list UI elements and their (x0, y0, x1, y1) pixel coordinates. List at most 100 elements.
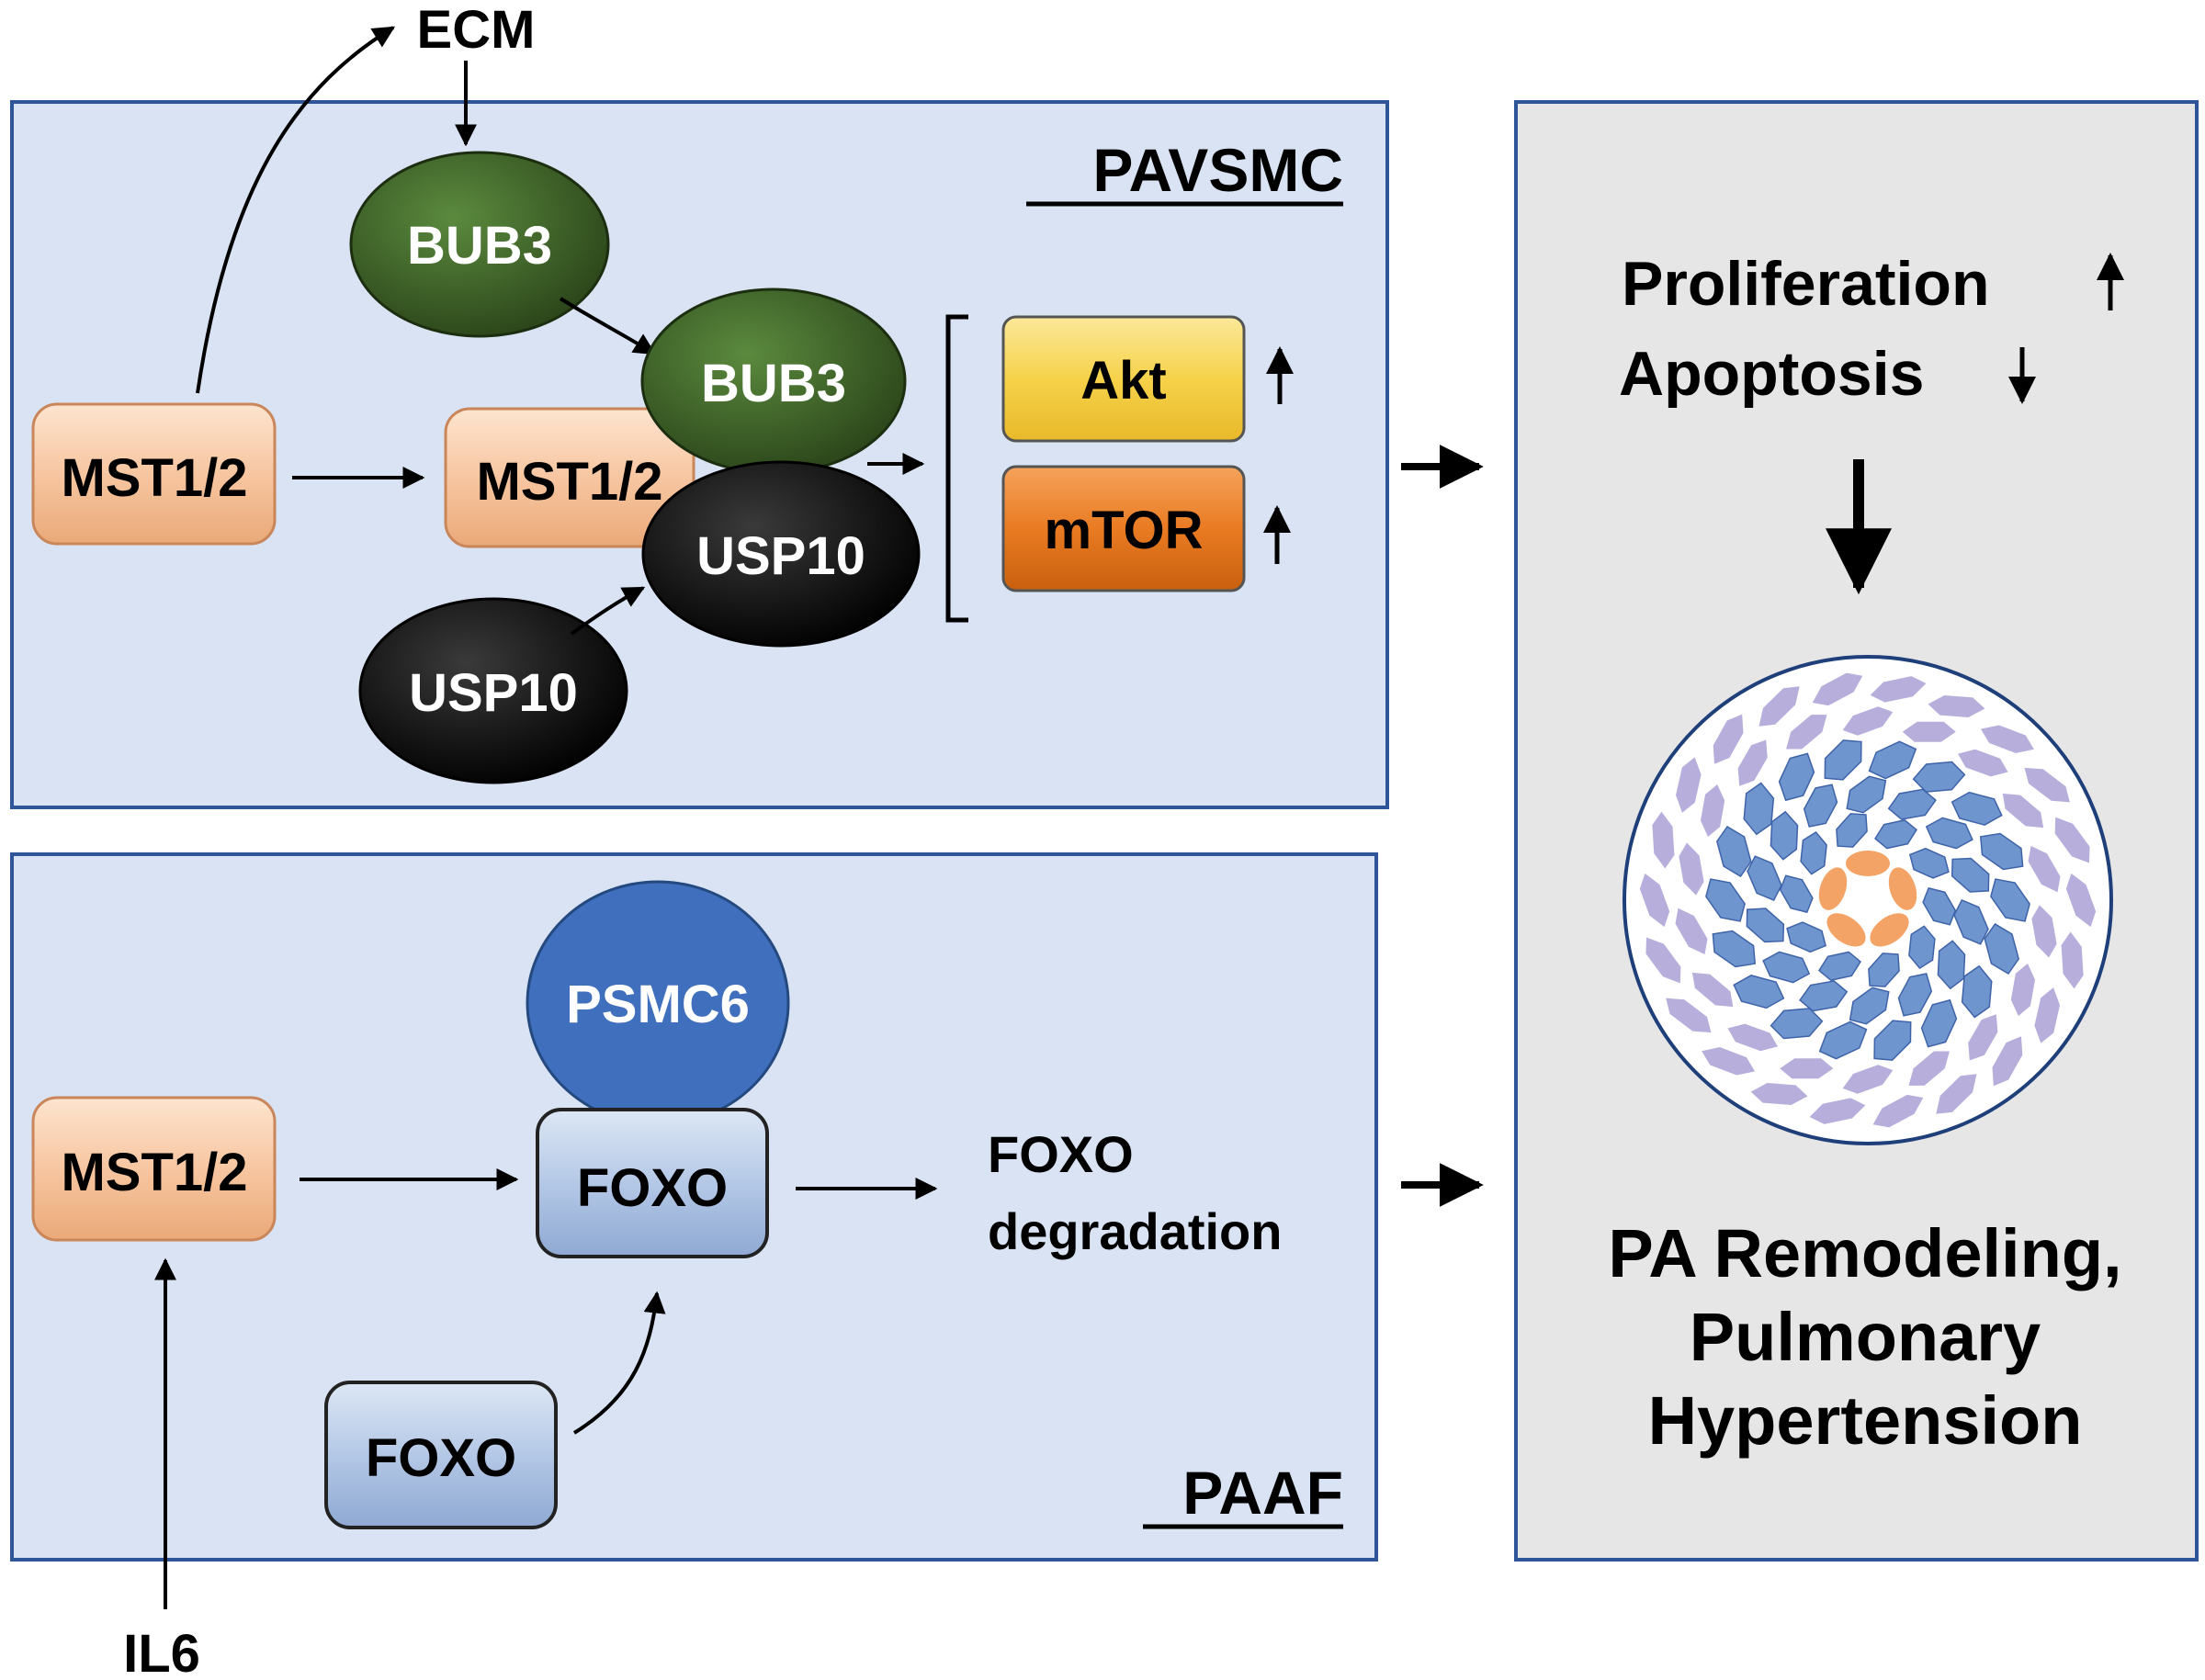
proliferation-label: Proliferation (1622, 249, 1990, 319)
smooth-muscle-cell (1712, 930, 1757, 968)
mtor-node: mTOR (1001, 465, 1246, 592)
smooth-muscle-cell (1746, 908, 1785, 943)
smooth-muscle-cell (1762, 951, 1811, 984)
adventitia-cell (1902, 721, 1956, 742)
adventitia-cell (1713, 714, 1744, 764)
endothelial-cell (1888, 867, 1917, 910)
svg-text:Akt: Akt (1080, 351, 1166, 411)
smooth-muscle-cell (1951, 791, 2003, 826)
mst-node-a: MST1/2 (31, 402, 277, 546)
adventitia-cell (1758, 686, 1800, 727)
adventitia-cell (1666, 998, 1712, 1033)
foxo-degradation-line2: degradation (988, 1202, 1282, 1260)
smooth-muscle-cell (1873, 1020, 1912, 1061)
mst-to-ecm-arrow (196, 26, 396, 394)
smooth-muscle-cell (1716, 825, 1752, 878)
smooth-muscle-cell (1984, 922, 2019, 975)
adventitia-cell (1737, 739, 1768, 786)
adventitia-cell (1691, 972, 1734, 1008)
smooth-muscle-cell (1908, 847, 1950, 879)
adventitia-cell (1908, 1051, 1950, 1086)
adventitia-cell (1780, 1058, 1834, 1079)
svg-text:MST1/2: MST1/2 (61, 448, 247, 508)
smooth-muscle-cell (1770, 810, 1799, 861)
smooth-muscle-cell (1908, 925, 1936, 970)
adventitia-cell (1968, 1014, 1998, 1061)
usp10-binding-arrow (570, 586, 646, 636)
smooth-muscle-cell (1868, 740, 1917, 780)
svg-text:mTOR: mTOR (1045, 501, 1204, 560)
smooth-muscle-cell (1887, 788, 1937, 820)
outcome-line3: Hypertension (1648, 1382, 2083, 1459)
svg-text:USP10: USP10 (696, 526, 865, 586)
svg-text:PSMC6: PSMC6 (566, 975, 750, 1034)
paaf-title: PAAF (1182, 1459, 1343, 1527)
adventitia-cell (2031, 905, 2057, 958)
akt-node: Akt (1001, 315, 1246, 443)
bub3-binding-arrow (559, 297, 657, 355)
smooth-muscle-cell (1846, 775, 1887, 814)
smooth-muscle-cell (1874, 819, 1917, 850)
smooth-muscle-cell (1922, 886, 1957, 926)
svg-text:USP10: USP10 (409, 663, 578, 723)
bub3-bound-node: BUB3 (640, 288, 907, 475)
smooth-muscle-cell (1849, 987, 1890, 1025)
targets-bracket (945, 314, 968, 623)
smooth-muscle-cell (1824, 739, 1862, 781)
endothelial-cell (1846, 851, 1890, 876)
adventitia-cell (1842, 706, 1894, 736)
adventitia-cell (2010, 963, 2035, 1017)
smooth-muscle-cell (1733, 975, 1785, 1009)
adventitia-cell (1872, 1094, 1924, 1128)
outcome-line1: PA Remodeling, (1608, 1215, 2121, 1291)
smooth-muscle-cell (1925, 817, 1973, 850)
vessel-cross-section (1623, 655, 2113, 1145)
mst-node-b: MST1/2 (444, 407, 695, 548)
smooth-muscle-cell (1778, 752, 1815, 802)
foxo-free-node: FOXO (324, 1381, 558, 1529)
adventitia-cell (1675, 908, 1708, 955)
adventitia-cell (1928, 694, 1985, 718)
endothelial-cell (1818, 867, 1848, 910)
mst-node-c: MST1/2 (31, 1096, 277, 1242)
adventitia-cell (1652, 811, 1675, 869)
psmc6-node: PSMC6 (526, 880, 790, 1126)
adventitia-cell (1679, 842, 1704, 896)
adventitia-cell (1958, 749, 2008, 777)
smooth-muscle-cell (1800, 830, 1827, 875)
smooth-muscle-cell (1803, 784, 1838, 828)
foxo-degradation-line1: FOXO (988, 1125, 1134, 1183)
adventitia-cell (2024, 767, 2070, 803)
smooth-muscle-cell (1937, 940, 1966, 990)
il6-label: IL6 (123, 1624, 200, 1680)
smooth-muscle-cell (1818, 1020, 1868, 1060)
adventitia-cell (1842, 1065, 1894, 1094)
adventitia-cell (2061, 931, 2084, 989)
foxo-bound-node: FOXO (536, 1108, 769, 1258)
adventitia-cell (1676, 757, 1702, 813)
svg-text:MST1/2: MST1/2 (476, 452, 662, 512)
adventitia-cell (1870, 676, 1927, 703)
svg-text:BUB3: BUB3 (701, 354, 846, 413)
smooth-muscle-cell (1979, 832, 2024, 871)
smooth-muscle-cell (1705, 878, 1746, 922)
smooth-muscle-cell (1799, 980, 1849, 1012)
smooth-muscle-cell (1818, 951, 1861, 981)
apoptosis-label: Apoptosis (1619, 339, 1924, 409)
smooth-muscle-cell (1779, 874, 1814, 914)
smooth-muscle-cell (1786, 921, 1827, 953)
endothelial-cell (1826, 913, 1866, 947)
adventitia-cell (2028, 845, 2061, 893)
adventitia-cell (1809, 1098, 1866, 1124)
adventitia-cell (1980, 725, 2034, 753)
smooth-muscle-cell (1897, 973, 1933, 1017)
adventitia-cell (2065, 873, 2097, 928)
bub3-free-node: BUB3 (349, 151, 610, 338)
endothelial-cell (1870, 913, 1909, 947)
svg-text:BUB3: BUB3 (407, 216, 552, 276)
adventitia-cell (1727, 1023, 1778, 1052)
svg-text:FOXO: FOXO (577, 1158, 728, 1218)
usp10-bound-node: USP10 (641, 460, 921, 648)
svg-text:MST1/2: MST1/2 (61, 1143, 247, 1202)
